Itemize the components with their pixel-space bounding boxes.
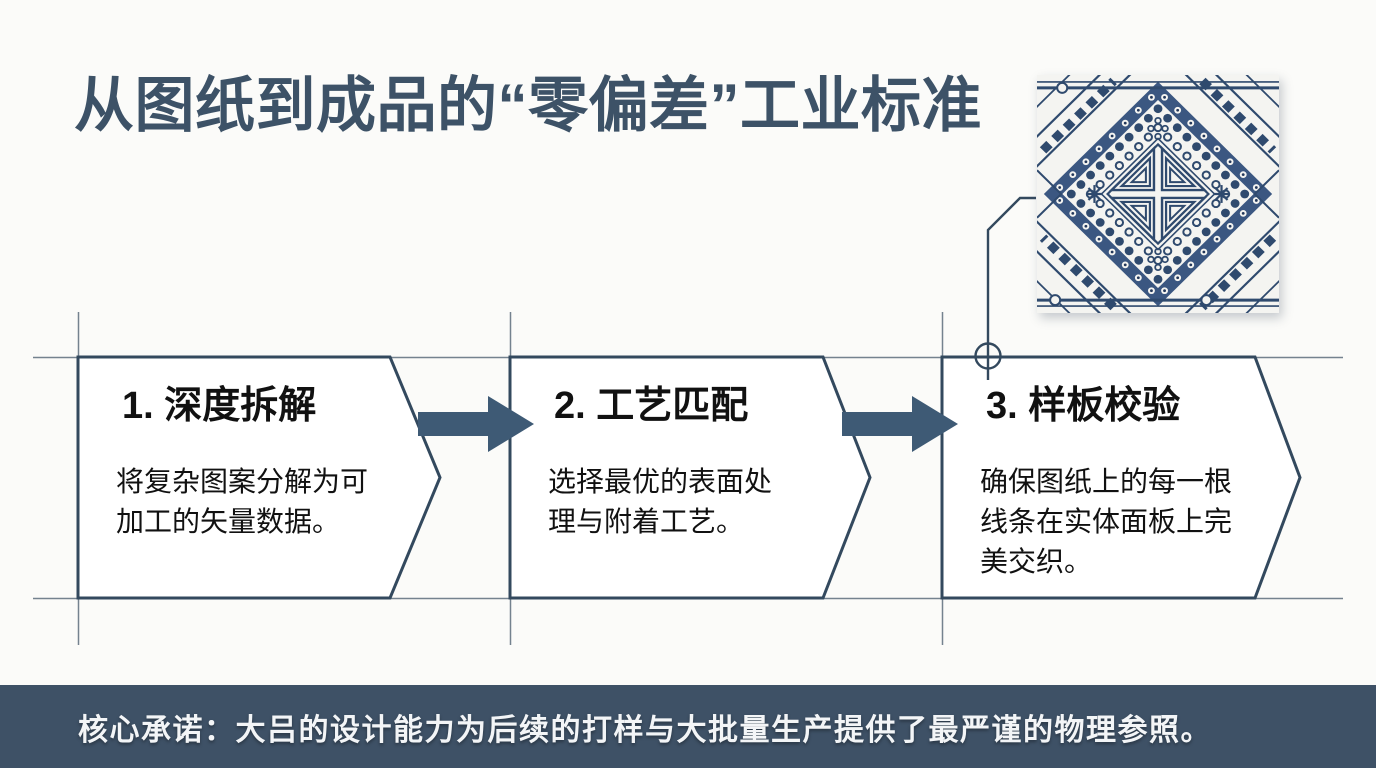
step-2-body: 选择最优的表面处理与附着工艺。: [548, 466, 773, 537]
registration-circle-icon: [974, 342, 1002, 370]
footer-text: 核心承诺：大吕的设计能力为后续的打样与大批量生产提供了最严谨的物理参照。: [78, 713, 1212, 747]
step-1-body: 将复杂图案分解为可加工的矢量数据。: [116, 466, 369, 537]
medallion-outer-outline: [1100, 137, 1216, 251]
step-3-heading: 3. 样板校验: [986, 385, 1181, 427]
flow-arrow-icon-2: [842, 396, 958, 452]
step-chevron-1: [76, 355, 442, 600]
pattern-dot-ring-inner: [1085, 122, 1231, 266]
brocade-pattern-image: [1037, 75, 1279, 313]
callout-connector-line: [986, 196, 1036, 380]
page-title: 从图纸到成品的“零偏差”工业标准: [74, 72, 982, 139]
step-1-heading: 1. 深度拆解: [122, 385, 317, 427]
step-chevron-3: [940, 355, 1302, 600]
step-1: 1. 深度拆解 将复杂图案分解为可加工的矢量数据。: [116, 382, 398, 542]
medallion-fret-quadrant: [1108, 145, 1156, 192]
pattern-border-stripes: [1037, 81, 1279, 307]
step-2: 2. 工艺匹配 选择最优的表面处理与附着工艺。: [548, 382, 830, 542]
step-2-heading: 2. 工艺匹配: [554, 385, 749, 427]
step-3-body: 确保图纸上的每一根线条在实体面板上完美交织。: [980, 466, 1233, 577]
step-chevron-2: [508, 355, 872, 600]
pattern-band-dots: [1056, 93, 1260, 295]
pattern-dot-ring-outer: [1066, 104, 1250, 284]
footer-bar: 核心承诺：大吕的设计能力为后续的打样与大批量生产提供了最严谨的物理参照。: [0, 685, 1376, 768]
step-3: 3. 样板校验 确保图纸上的每一根线条在实体面板上完美交织。: [980, 382, 1262, 582]
brocade-pattern-svg: [1037, 75, 1279, 313]
star-mark-icon: [1086, 185, 1103, 203]
flow-arrow-icon-1: [418, 396, 534, 452]
